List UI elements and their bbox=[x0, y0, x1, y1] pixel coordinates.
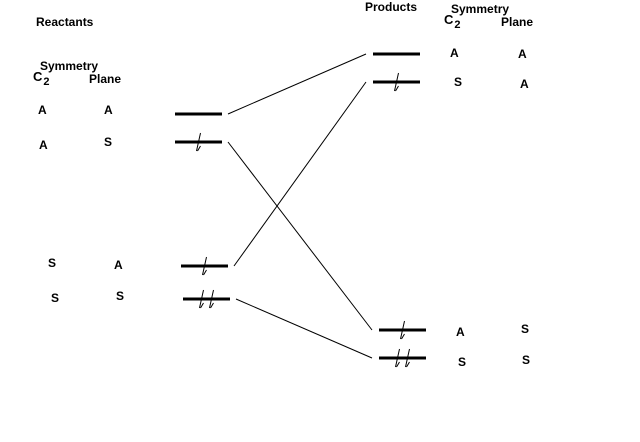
reactants-c2-heading: C2 bbox=[33, 69, 50, 89]
reactants-c2-subscript: 2 bbox=[43, 76, 50, 88]
reactant-orbital-3-plane: A bbox=[114, 258, 123, 272]
product-level-2 bbox=[373, 72, 420, 92]
product-orbital-2-c2: S bbox=[454, 75, 463, 89]
product-orbital-1-c2: A bbox=[450, 46, 459, 60]
product-orbital-4-plane: S bbox=[522, 353, 531, 367]
reactant-level-4 bbox=[183, 289, 230, 309]
reactant-orbital-2-c2: A bbox=[39, 138, 48, 152]
reactants-symmetry-heading: Symmetry bbox=[40, 59, 99, 73]
products-c2-letter: C bbox=[444, 12, 454, 27]
product-level-4-electron-1 bbox=[395, 348, 400, 368]
correlation-line-3 bbox=[233, 81, 367, 267]
product-orbital-3-plane: S bbox=[521, 322, 530, 336]
reactant-level-2 bbox=[175, 132, 222, 152]
correlation-lines bbox=[227, 53, 373, 359]
products-c2-heading: C2 bbox=[444, 12, 461, 32]
reactants-title: Reactants bbox=[36, 15, 94, 29]
reactant-orbital-1-plane: A bbox=[104, 103, 113, 117]
product-level-4 bbox=[379, 348, 426, 368]
reactants-c2-letter: C bbox=[33, 69, 43, 84]
reactant-level-3-electron-1 bbox=[202, 256, 207, 276]
product-level-2-electron-1 bbox=[394, 72, 399, 92]
reactant-orbital-2-plane: S bbox=[104, 135, 113, 149]
reactant-level-4-electron-2 bbox=[209, 289, 214, 309]
reactant-orbital-4-plane: S bbox=[116, 289, 125, 303]
reactant-orbital-4-c2: S bbox=[51, 291, 60, 305]
correlation-line-2 bbox=[227, 141, 373, 331]
product-orbital-3-c2: A bbox=[456, 325, 465, 339]
reactant-orbital-3-c2: S bbox=[48, 256, 57, 270]
products-plane-heading: Plane bbox=[501, 15, 534, 29]
reactant-level-3 bbox=[181, 256, 228, 276]
products-c2-subscript: 2 bbox=[454, 19, 461, 31]
reactant-orbital-1-c2: A bbox=[38, 103, 47, 117]
product-level-4-electron-2 bbox=[405, 348, 410, 368]
reactants-plane-heading: Plane bbox=[89, 72, 122, 86]
correlation-line-4 bbox=[235, 298, 373, 359]
products-symmetry-heading: Symmetry bbox=[451, 2, 510, 16]
product-orbital-4-c2: S bbox=[458, 355, 467, 369]
reactant-level-4-electron-1 bbox=[199, 289, 204, 309]
product-level-3-electron-1 bbox=[400, 320, 405, 340]
product-orbital-1-plane: A bbox=[518, 47, 527, 61]
correlation-line-1 bbox=[227, 53, 367, 115]
energy-levels bbox=[175, 52, 426, 368]
product-orbital-2-plane: A bbox=[520, 77, 529, 91]
products-title: Products bbox=[365, 0, 418, 14]
reactant-level-2-electron-1 bbox=[196, 132, 201, 152]
product-level-3 bbox=[379, 320, 426, 340]
